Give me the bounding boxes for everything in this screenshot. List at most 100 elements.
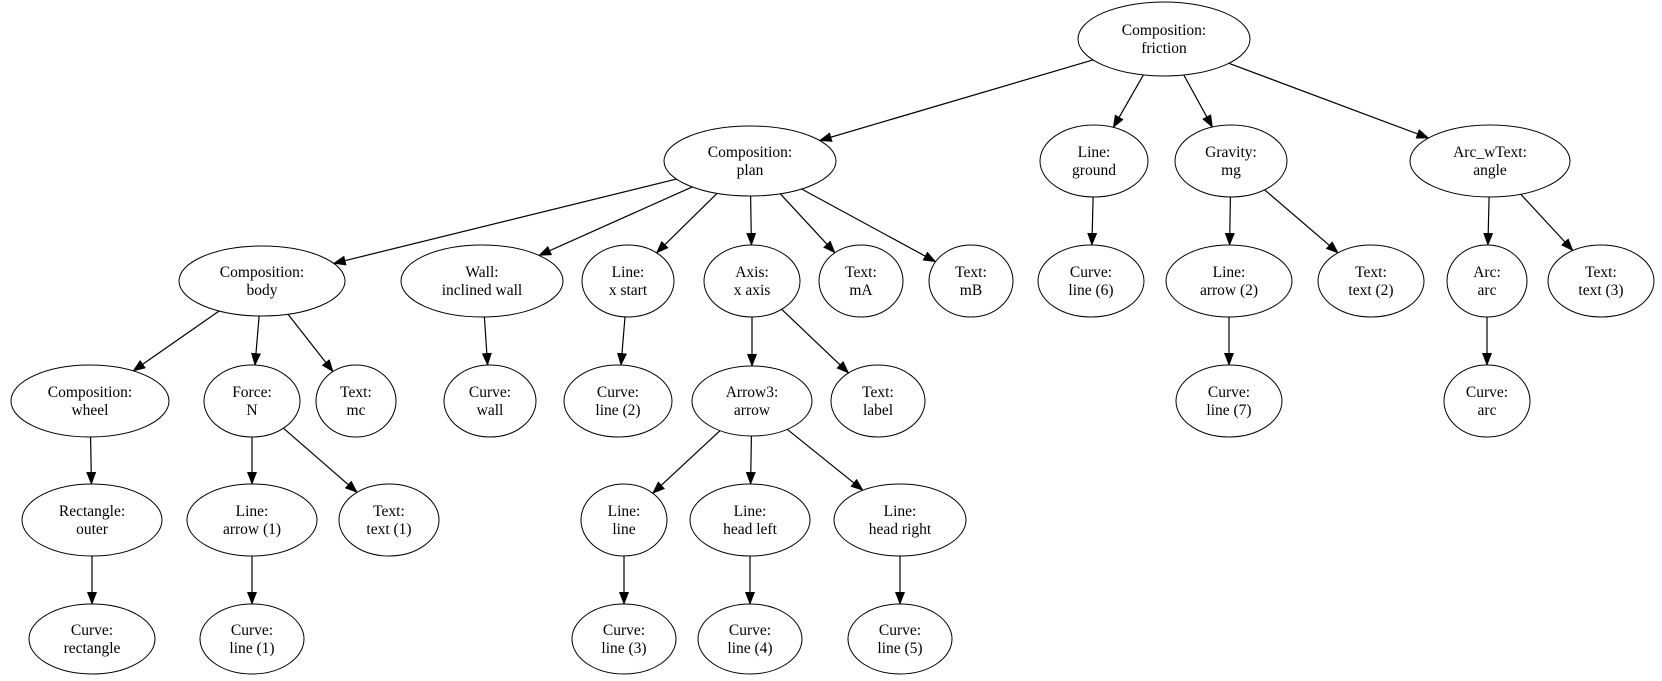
node-linenode: Line:line	[580, 483, 668, 557]
edge-mg-to-text2	[1264, 189, 1339, 254]
node-text1: Text:text (1)	[338, 483, 440, 557]
node-line2: Curve:line (2)	[563, 364, 673, 438]
node-label-bottom: text (2)	[1348, 282, 1393, 299]
node-label-top: Composition:	[48, 384, 132, 401]
node-ellipse	[928, 244, 1014, 318]
node-label-bottom: line (6)	[1068, 282, 1113, 299]
node-label-top: Composition:	[708, 144, 792, 161]
node-ellipse	[1443, 364, 1531, 438]
node-label-bottom: line (3)	[601, 640, 646, 657]
node-layer: Composition:frictionComposition:planLine…	[10, 1, 1655, 675]
node-ellipse	[315, 364, 397, 438]
node-ellipse	[28, 603, 156, 675]
node-line1: Curve:line (1)	[199, 603, 305, 675]
node-ellipse	[830, 364, 926, 438]
edge-angle-to-arc	[1483, 196, 1494, 246]
node-arrow2: Line:arrow (2)	[1165, 244, 1293, 318]
node-label-top: Force:	[232, 384, 272, 401]
node-label-top: Arrow3:	[726, 384, 779, 401]
edge-wheel-to-outer	[86, 436, 97, 485]
node-label-bottom: mg	[1221, 162, 1241, 179]
node-label-top: Axis:	[735, 264, 769, 281]
node-label-top: Composition:	[1122, 22, 1206, 39]
node-mc: Text:mc	[315, 364, 397, 438]
node-ground: Line:ground	[1039, 124, 1149, 198]
node-label-bottom: ground	[1072, 162, 1116, 179]
node-label-top: Arc_wText:	[1453, 144, 1527, 161]
node-ellipse	[581, 244, 675, 318]
node-line5: Curve:line (5)	[847, 603, 953, 675]
edge-body-to-wheel	[132, 310, 220, 372]
node-ellipse	[571, 603, 677, 675]
edge-friction-to-plan	[818, 59, 1094, 142]
node-xstart: Line:x start	[581, 244, 675, 318]
node-label-bottom: head left	[723, 521, 777, 538]
node-ellipse	[178, 245, 346, 317]
node-label-top: Line:	[236, 503, 269, 520]
node-label-bottom: mc	[347, 402, 366, 419]
node-label-top: Wall:	[465, 264, 498, 281]
node-label-top: Curve:	[729, 622, 771, 639]
node-label-bottom: line	[612, 521, 635, 538]
node-mB: Text:mB	[928, 244, 1014, 318]
edge-plan-to-mA	[779, 193, 836, 254]
node-ellipse	[443, 364, 537, 438]
edge-body-to-forceN	[251, 315, 261, 367]
node-label-bottom: plan	[737, 162, 764, 179]
node-label-bottom: angle	[1473, 162, 1507, 179]
edge-plan-to-body	[332, 178, 677, 266]
node-ellipse	[563, 364, 673, 438]
node-label-bottom: line (2)	[595, 402, 640, 419]
node-line7: Curve:line (7)	[1175, 364, 1283, 438]
edge-friction-to-angle	[1228, 62, 1430, 139]
node-label-bottom: line (4)	[727, 640, 772, 657]
node-ellipse	[847, 603, 953, 675]
node-ellipse	[10, 364, 170, 438]
node-xaxis: Axis:x axis	[703, 244, 801, 318]
node-label-bottom: line (7)	[1206, 402, 1251, 419]
node-headleft: Line:head left	[689, 483, 811, 557]
node-ellipse	[697, 603, 803, 675]
node-line4: Curve:line (4)	[697, 603, 803, 675]
node-label-top: Line:	[1078, 144, 1111, 161]
node-label-top: Curve:	[1466, 384, 1508, 401]
node-label-bottom: x start	[609, 282, 648, 299]
node-label-top: Text:	[373, 503, 405, 520]
node-forceN: Force:N	[203, 364, 301, 438]
node-ellipse	[1077, 1, 1251, 77]
node-ellipse	[400, 244, 564, 318]
node-text2: Text:text (2)	[1317, 244, 1425, 318]
node-outer: Rectangle:outer	[21, 483, 163, 557]
edge-ground-to-line6	[1087, 196, 1098, 246]
node-ellipse	[833, 483, 967, 557]
node-mA: Text:mA	[818, 244, 904, 318]
node-plan: Composition:plan	[663, 125, 837, 197]
node-wheel: Composition:wheel	[10, 364, 170, 438]
node-ellipse	[1039, 124, 1149, 198]
edge-body-to-mc	[287, 313, 334, 373]
edge-layer	[86, 59, 1574, 605]
node-label-bottom: wall	[477, 402, 504, 419]
node-ellipse	[1175, 364, 1283, 438]
node-label-top: Text:	[955, 264, 987, 281]
node-label-top: Gravity:	[1205, 144, 1257, 161]
node-friction: Composition:friction	[1077, 1, 1251, 77]
edge-mg-to-arrow2	[1224, 196, 1235, 246]
node-label-bottom: arrow	[734, 402, 771, 419]
node-label-top: Line:	[1213, 264, 1246, 281]
node-label-bottom: label	[863, 402, 893, 419]
node-curvewall: Curve:wall	[443, 364, 537, 438]
node-label-top: Text:	[340, 384, 372, 401]
node-ellipse	[1317, 244, 1425, 318]
node-ellipse	[1446, 244, 1528, 318]
node-arrow3: Arrow3:arrow	[691, 365, 813, 437]
node-label-bottom: arrow (1)	[223, 521, 281, 538]
node-label-top: Curve:	[231, 622, 273, 639]
node-label-top: Line:	[612, 264, 645, 281]
node-mg: Gravity:mg	[1174, 124, 1288, 198]
node-body: Composition:body	[178, 245, 346, 317]
edge-plan-to-wall	[538, 186, 693, 256]
node-ellipse	[338, 483, 440, 557]
node-label-bottom: mA	[849, 282, 873, 299]
